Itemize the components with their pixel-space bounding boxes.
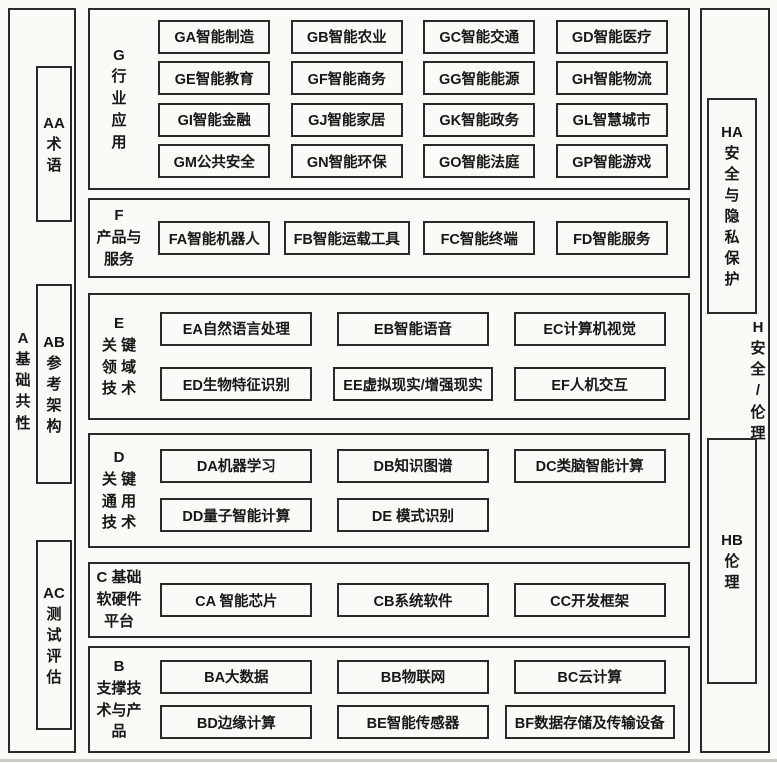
node-ee: EE虚拟现实/增强现实 — [333, 367, 493, 402]
node-gb: GB智能农业 — [290, 19, 403, 54]
group-h-security-ethics: H 安 全 / 伦 理 HA 安 全 与 隐 私 保 护 HB 伦 理 — [700, 8, 770, 753]
node-ge: GE智能教育 — [158, 61, 271, 96]
node-gm: GM公共安全 — [158, 144, 271, 179]
node-fd: FD智能服务 — [555, 221, 668, 255]
section-g-label: G 行 业 应 用 — [111, 46, 127, 151]
section-e-label: E 关 键 领 域 技 术 — [101, 315, 137, 398]
node-dc: DC类脑智能计算 — [513, 448, 666, 483]
section-g-industry-applications: G 行 业 应 用 GA智能制造 GB智能农业 GC智能交通 GD智能医疗 GE… — [88, 8, 690, 190]
section-e-key-domain-technologies: E 关 键 领 域 技 术 EA自然语言处理 EB智能语音 EC计算机视觉 ED… — [88, 293, 690, 420]
node-go: GO智能法庭 — [423, 144, 536, 179]
node-fb: FB智能运载工具 — [283, 221, 410, 255]
section-f-label: F 产品与 服务 — [96, 207, 142, 268]
node-ab-reference-architecture: AB 参 考 架 构 — [36, 284, 72, 484]
node-dd: DD量子智能计算 — [160, 498, 313, 533]
section-c-label: C 基础 软硬件 平台 — [96, 569, 142, 630]
node-gp: GP智能游戏 — [555, 144, 668, 179]
node-ga: GA智能制造 — [158, 19, 271, 54]
section-b-label: B 支撑技 术与产 品 — [96, 658, 142, 741]
node-bc: BC云计算 — [513, 659, 666, 694]
section-b-grid: BA大数据 BB物联网 BC云计算 BD边缘计算 BE智能传感器 BF数据存储及… — [148, 648, 688, 751]
node-be: BE智能传感器 — [336, 705, 489, 740]
node-gk: GK智能政务 — [423, 102, 536, 137]
node-gd: GD智能医疗 — [555, 19, 668, 54]
node-ed: ED生物特征识别 — [160, 367, 313, 402]
node-aa-terminology: AA 术 语 — [36, 66, 72, 222]
group-h-label: H 安 全 / 伦 理 — [750, 318, 766, 443]
node-ac-testing-evaluation: AC 测 试 评 估 — [36, 540, 72, 730]
node-eb: EB智能语音 — [336, 311, 489, 346]
section-c-basic-software-hardware-platform: C 基础 软硬件 平台 CA 智能芯片 CB系统软件 CC开发框架 — [88, 562, 690, 638]
node-ba: BA大数据 — [160, 659, 313, 694]
node-bb: BB物联网 — [336, 659, 489, 694]
scan-artifact-line — [0, 759, 777, 762]
section-e-grid: EA自然语言处理 EB智能语音 EC计算机视觉 ED生物特征识别 EE虚拟现实/… — [148, 295, 688, 418]
node-fa: FA智能机器人 — [158, 221, 271, 255]
node-gl: GL智慧城市 — [555, 102, 668, 137]
node-gh: GH智能物流 — [555, 61, 668, 96]
group-a-foundation-commons: A 基 础 共 性 AA 术 语 AB 参 考 架 构 AC 测 试 评 估 — [8, 8, 76, 753]
node-ha-security-privacy: HA 安 全 与 隐 私 保 护 — [707, 98, 757, 314]
node-hb-ethics: HB 伦 理 — [707, 438, 757, 684]
node-ec: EC计算机视觉 — [513, 311, 666, 346]
node-gg: GG智能能源 — [423, 61, 536, 96]
node-da: DA机器学习 — [160, 448, 313, 483]
node-cc: CC开发框架 — [513, 583, 666, 617]
node-db: DB知识图谱 — [336, 448, 489, 483]
section-c-grid: CA 智能芯片 CB系统软件 CC开发框架 — [148, 564, 688, 636]
group-a-label: A 基 础 共 性 — [15, 329, 31, 432]
section-f-grid: FA智能机器人 FB智能运载工具 FC智能终端 FD智能服务 — [148, 200, 688, 276]
section-d-grid: DA机器学习 DB知识图谱 DC类脑智能计算 DD量子智能计算 DE 模式识别 — [148, 435, 688, 546]
node-bd: BD边缘计算 — [160, 705, 313, 740]
node-fc: FC智能终端 — [423, 221, 536, 255]
node-ea: EA自然语言处理 — [160, 311, 313, 346]
node-gj: GJ智能家居 — [290, 102, 403, 137]
node-ca: CA 智能芯片 — [160, 583, 313, 617]
section-d-label: D 关 键 通 用 技 术 — [101, 449, 137, 532]
node-de: DE 模式识别 — [336, 498, 489, 533]
node-gn: GN智能环保 — [290, 144, 403, 179]
section-g-grid: GA智能制造 GB智能农业 GC智能交通 GD智能医疗 GE智能教育 GF智能商… — [148, 10, 688, 188]
node-gc: GC智能交通 — [423, 19, 536, 54]
node-cb: CB系统软件 — [336, 583, 489, 617]
section-d-key-general-technologies: D 关 键 通 用 技 术 DA机器学习 DB知识图谱 DC类脑智能计算 DD量… — [88, 433, 690, 548]
node-bf: BF数据存储及传输设备 — [504, 705, 675, 740]
node-gi: GI智能金融 — [158, 102, 271, 137]
section-b-supporting-technologies-products: B 支撑技 术与产 品 BA大数据 BB物联网 BC云计算 BD边缘计算 BE智… — [88, 646, 690, 753]
section-f-products-services: F 产品与 服务 FA智能机器人 FB智能运载工具 FC智能终端 FD智能服务 — [88, 198, 690, 278]
node-gf: GF智能商务 — [290, 61, 403, 96]
node-ef: EF人机交互 — [513, 367, 666, 402]
